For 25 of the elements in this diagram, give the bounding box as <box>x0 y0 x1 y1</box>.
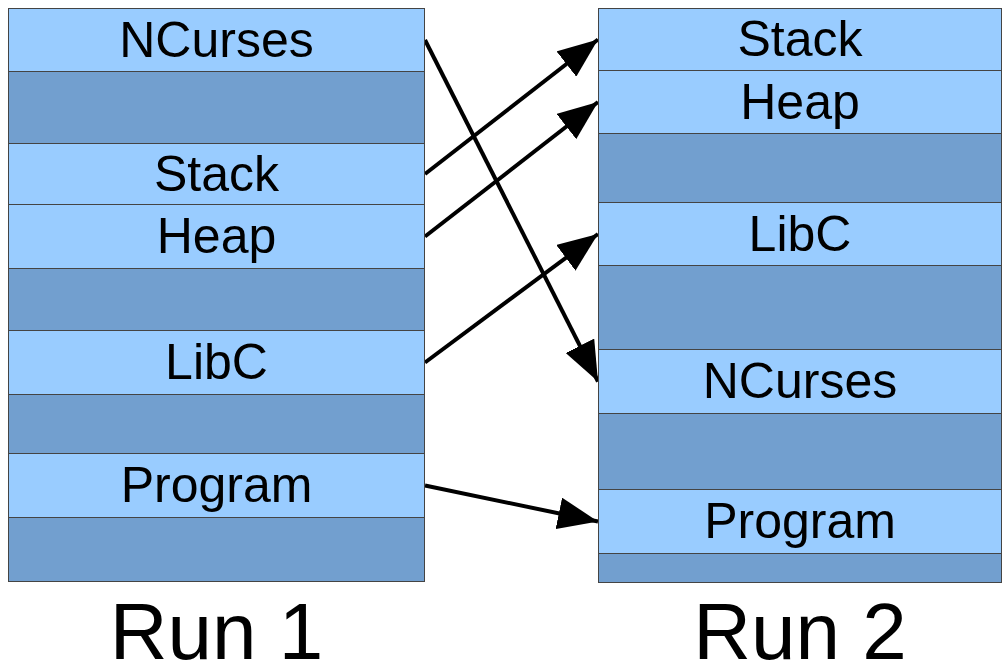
column-caption: Run 2 <box>692 592 908 667</box>
arrow <box>423 37 600 176</box>
memory-segment: Program <box>8 453 425 518</box>
memory-region-bar <box>8 268 425 331</box>
arrow <box>423 100 600 239</box>
memory-segment: Program <box>598 489 1002 554</box>
memory-region-bar <box>8 71 425 144</box>
arrow <box>423 232 600 365</box>
memory-segment: Stack <box>8 143 425 205</box>
memory-region-bar <box>598 265 1002 350</box>
memory-segment: Stack <box>598 8 1002 71</box>
memory-segment: NCurses <box>598 349 1002 414</box>
memory-region-bar <box>8 517 425 582</box>
memory-segment: Heap <box>8 204 425 269</box>
memory-region-bar <box>598 413 1002 490</box>
memory-segment: Heap <box>598 70 1002 134</box>
memory-region-bar <box>8 394 425 454</box>
memory-segment: LibC <box>8 330 425 395</box>
arrow <box>424 483 599 529</box>
memory-region-bar <box>598 553 1002 583</box>
memory-region-bar <box>598 133 1002 203</box>
column-caption: Run 1 <box>108 592 325 667</box>
memory-segment: NCurses <box>8 8 425 72</box>
arrow <box>423 39 600 383</box>
memory-segment: LibC <box>598 202 1002 266</box>
